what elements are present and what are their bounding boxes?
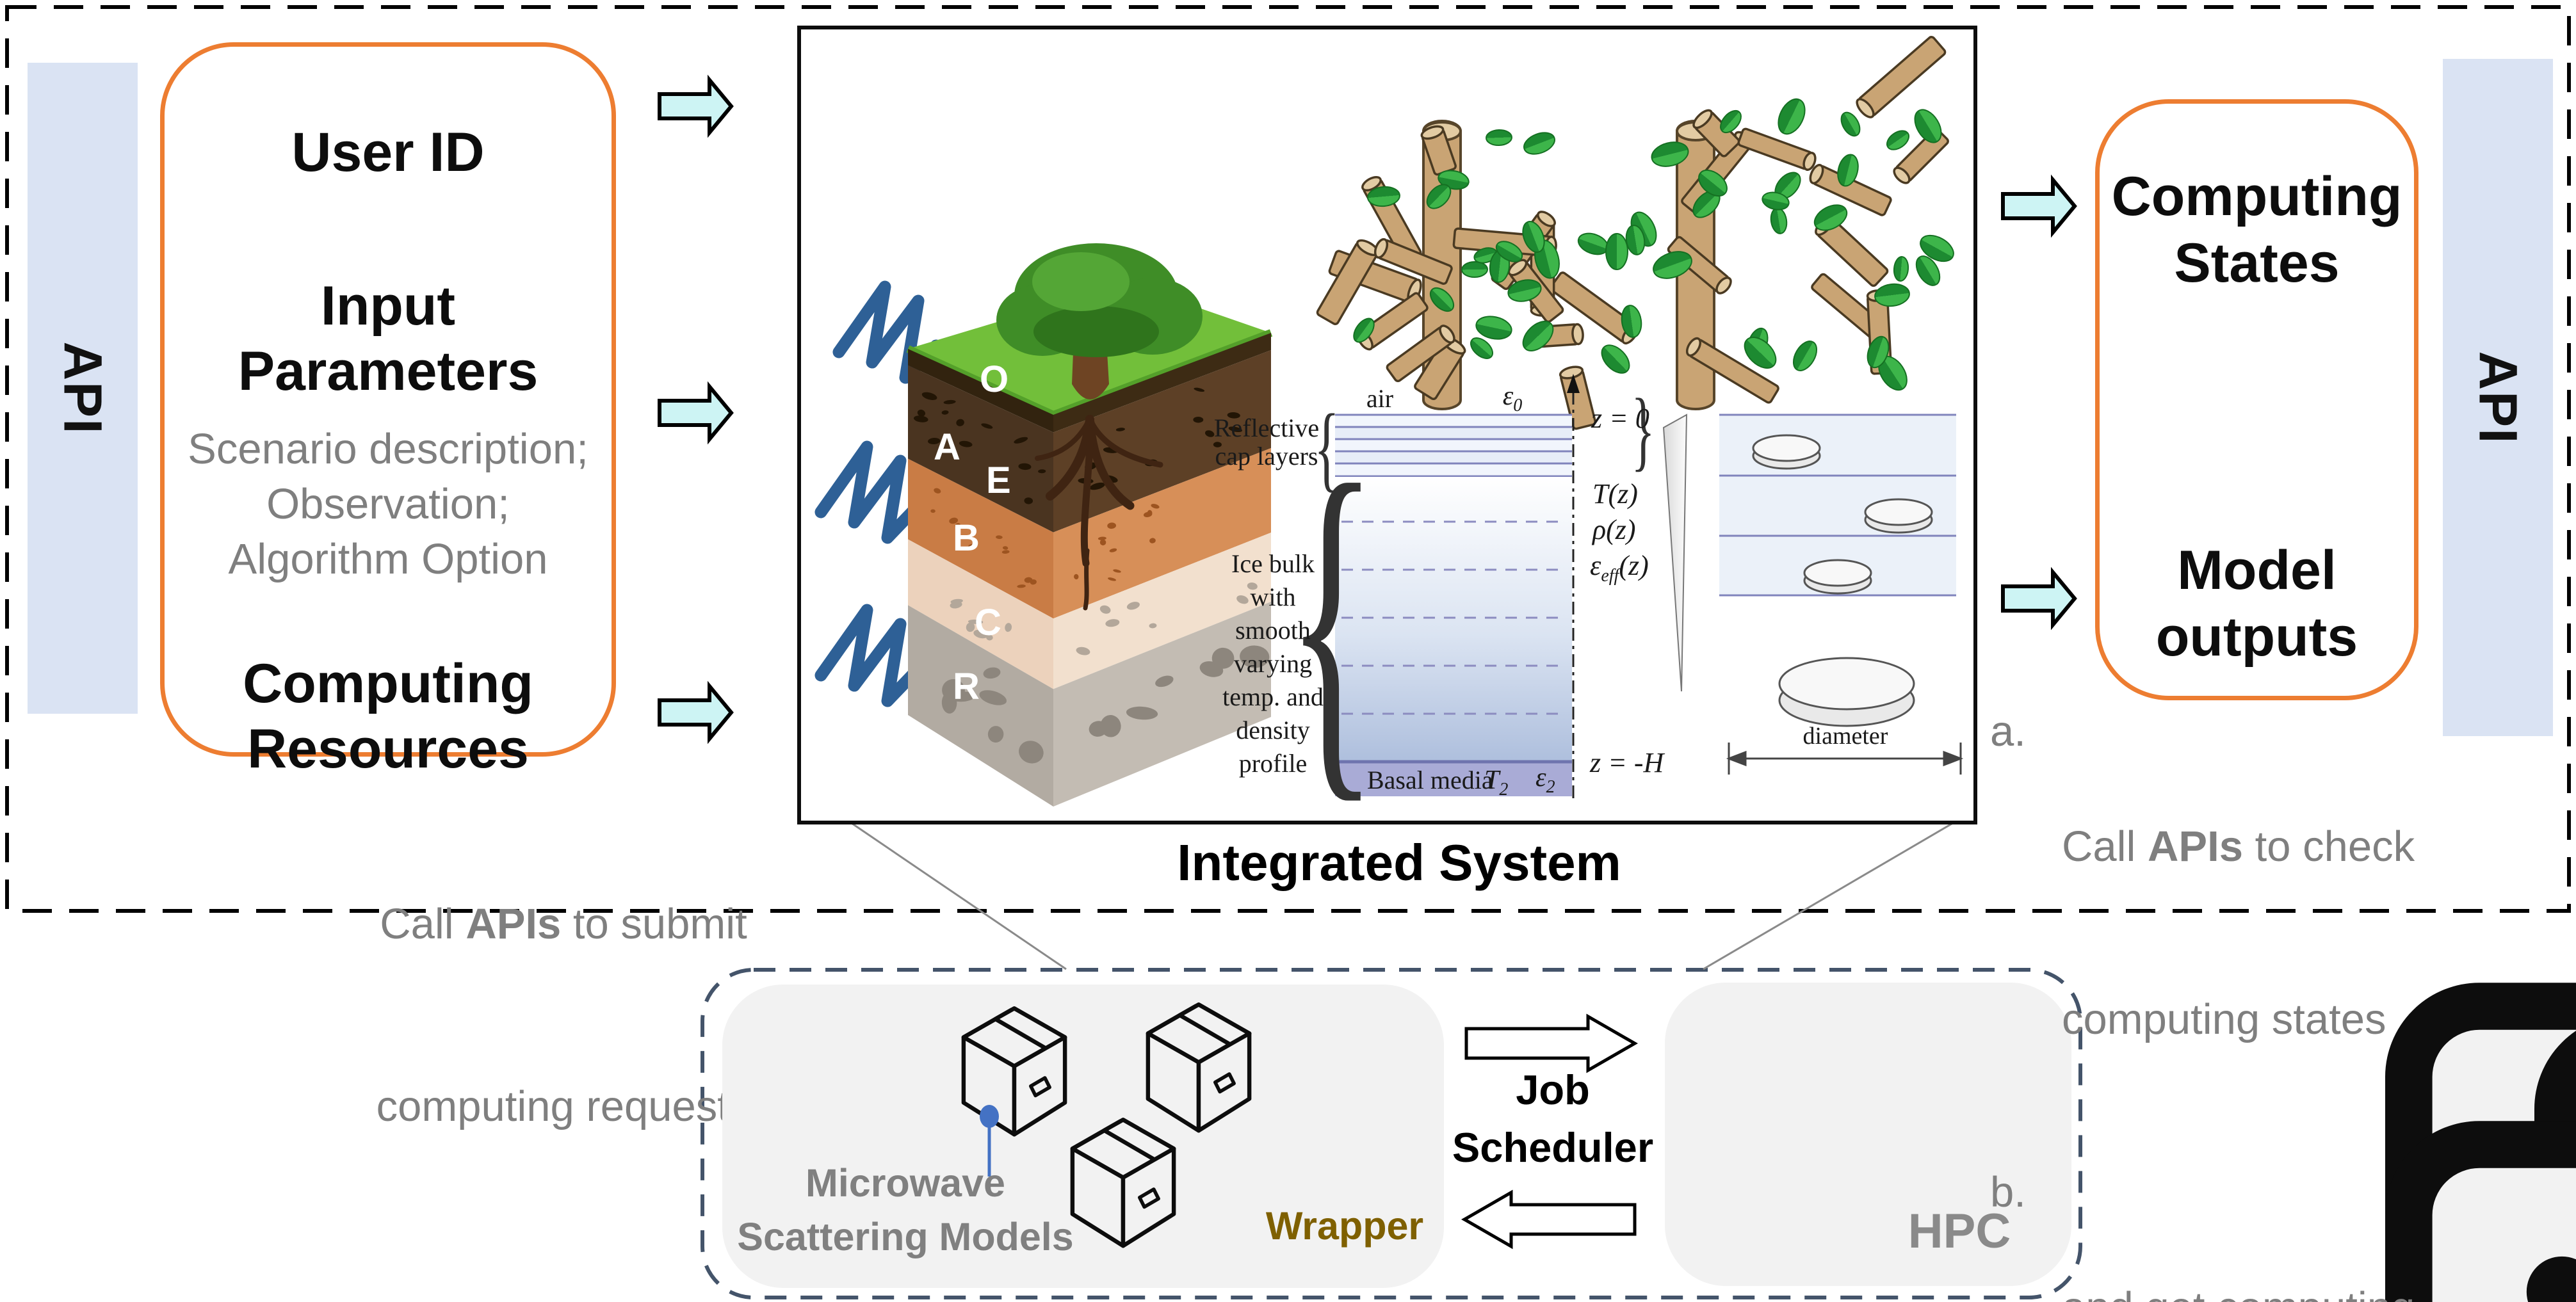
svg-text:T2: T2 [1484, 766, 1508, 800]
svg-text:R: R [953, 666, 980, 707]
list-item: and get computing results [2062, 1164, 2541, 1302]
svg-text:ρ(z): ρ(z) [1591, 514, 1636, 545]
svg-text:ε2: ε2 [1535, 763, 1555, 797]
connector-left [849, 821, 1067, 970]
svg-text:Reflective: Reflective [1214, 414, 1319, 442]
profile-wedge-icon [1662, 414, 1688, 692]
input-params-label: Parameters [238, 341, 539, 402]
svg-text:air: air [1366, 384, 1393, 413]
api-bar-right: API [2443, 59, 2553, 736]
computing-resources-label: Resources [247, 718, 529, 780]
arrow-right-outline-icon [1464, 1013, 1639, 1073]
svg-text:εeff(z): εeff(z) [1590, 550, 1649, 586]
arrow-right-icon [2001, 567, 2077, 631]
pin-icon [980, 1105, 999, 1177]
svg-text:T(z): T(z) [1592, 478, 1638, 510]
model-outputs-label: outputs [2155, 606, 2358, 668]
param-scenario: Scenario description; [188, 425, 588, 473]
api-label: API [2468, 350, 2529, 445]
arrow-right-icon [658, 680, 734, 744]
arrow-right-icon [658, 74, 734, 138]
svg-text:B: B [953, 517, 980, 559]
svg-text:density: density [1236, 716, 1310, 744]
svg-text:z = -H: z = -H [1589, 747, 1665, 778]
svg-text:ε0: ε0 [1503, 382, 1523, 415]
soil-horizon-labels: A O E B C R [934, 358, 1011, 707]
job-scheduler-label: Job Scheduler [1452, 1066, 1654, 1171]
svg-text:cap layers: cap layers [1215, 442, 1318, 470]
svg-text:Ice bulk: Ice bulk [1231, 549, 1315, 578]
svg-text:C: C [975, 602, 1001, 643]
ice-diagram: { { } [1214, 374, 1964, 833]
arrow-right-icon [658, 381, 734, 445]
soil-layers [908, 333, 1271, 807]
model-outputs-label: Model [2177, 540, 2337, 601]
soil-scene: A O E B C R [814, 243, 1273, 807]
svg-text:z = 0: z = 0 [1591, 403, 1649, 434]
tree-icon [996, 243, 1203, 611]
input-arrows [658, 74, 734, 744]
svg-text:A: A [934, 426, 960, 468]
ice-grain-discs [1752, 434, 1933, 727]
arrow-left-outline-icon [1461, 1189, 1637, 1250]
wrapper-panel [722, 985, 1444, 1288]
computing-resources-label: Computing [243, 653, 533, 714]
user-id-label: User ID [291, 122, 485, 183]
input-box: User ID Input Parameters Scenario descri… [160, 42, 616, 780]
arrow-right-icon [2001, 174, 2077, 238]
integrated-system-title: Integrated System [1177, 834, 1621, 891]
vegetation-scene [1316, 36, 1954, 430]
output-arrows [2001, 174, 2077, 631]
ice-diagram-labels: air ε0 z = 0 Reflective cap layers Ice b… [1214, 382, 1888, 800]
svg-text:E: E [986, 460, 1011, 501]
input-params-label: Input [320, 275, 456, 337]
leaf-branch-scatter [1316, 36, 1954, 430]
api-bar-left: API [28, 63, 138, 714]
param-observation: Observation; [266, 480, 510, 528]
svg-text:Basal media: Basal media [1367, 766, 1493, 794]
hpc-panel [1665, 983, 2576, 1302]
outer-dashed-frame [5, 5, 2571, 913]
svg-text:smooth: smooth [1235, 616, 1311, 645]
microwave-scattering-models-label: Microwave Scattering Models [737, 1161, 1074, 1258]
svg-text:varying: varying [1234, 649, 1312, 678]
hpc-label: HPC [1908, 1204, 2011, 1258]
backend-dashed-frame [701, 968, 2082, 1299]
diameter-dimension [1726, 743, 1964, 775]
svg-text:}: } [1632, 381, 1655, 480]
svg-text:O: O [980, 358, 1009, 400]
param-algorithm: Algorithm Option [228, 535, 548, 583]
computing-states-label: States [2174, 232, 2340, 294]
connector-right [1703, 821, 1956, 970]
svg-text:profile: profile [1239, 749, 1308, 778]
wrapper-label: Wrapper [1265, 1204, 1424, 1248]
list-marker: a. [1990, 707, 2026, 755]
output-box: Computing States Model outputs [2095, 99, 2418, 700]
list-item: Call APIs to check computing states [2062, 823, 2415, 1043]
svg-text:temp. and: temp. and [1222, 682, 1324, 711]
svg-text:with: with [1250, 583, 1295, 611]
scheduler-arrows [1461, 1013, 1639, 1250]
svg-text:{: { [1314, 395, 1340, 501]
braces: { { } [1286, 381, 1655, 833]
computing-states-label: Computing [2111, 166, 2402, 227]
svg-text:diameter: diameter [1803, 723, 1888, 750]
list-marker: b. [1990, 1168, 2026, 1216]
caption-check-results: a. Call APIs to check computing states b… [1990, 703, 2541, 1302]
svg-text:{: { [1286, 406, 1378, 832]
